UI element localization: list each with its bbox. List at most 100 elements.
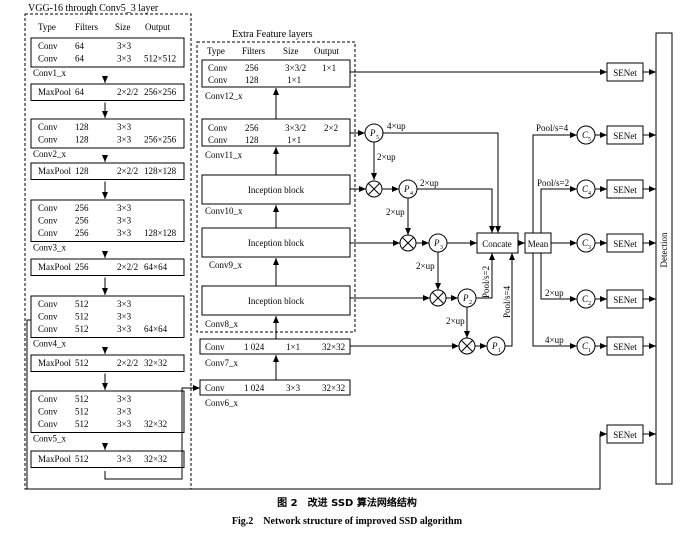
- vgg-cell: Conv: [38, 324, 58, 334]
- vgg-cell: 3×3: [117, 299, 132, 309]
- p5-2xup-label: 2×up: [377, 152, 396, 162]
- vgg-block-7: [30, 295, 185, 338]
- p3-subscript: 3: [440, 245, 443, 251]
- vgg-headers: Type Filters Size Output: [38, 22, 171, 32]
- vgg-cell: Conv: [38, 122, 58, 132]
- senet-label-5: SENet: [613, 295, 637, 305]
- vgg-cell: 3×3: [117, 216, 132, 226]
- vgg-cell: Conv: [38, 135, 58, 145]
- vgg-cell: 512: [75, 312, 89, 322]
- p4-to-concat-line: [417, 188, 495, 233]
- c3-subscript: 3: [588, 245, 591, 251]
- vgg-cell: MaxPool: [38, 262, 72, 272]
- vgg-to-bottom-senet-line: [27, 431, 607, 490]
- vgg-cell: Conv: [38, 407, 58, 417]
- concat-box: [476, 232, 519, 254]
- conv11-row2-filters: 128: [245, 135, 259, 145]
- concat-label: Concate: [482, 239, 512, 249]
- vgg-cell: 3×3: [117, 454, 132, 464]
- p4-node: P 4: [398, 179, 418, 199]
- conv8-label: Conv8_x: [205, 319, 239, 329]
- mean-box: [524, 232, 552, 254]
- detection-label: Detection: [659, 232, 669, 267]
- vgg-header-type: Type: [38, 22, 56, 32]
- vgg-cell: 512: [75, 394, 89, 404]
- senet-box-5: [606, 289, 644, 309]
- vgg-title: VGG-16 through Conv5_3 layer: [28, 3, 159, 14]
- conv11-row1-output: 2×2: [324, 123, 338, 133]
- detection-box: [655, 32, 673, 485]
- senet-label-2: SENet: [613, 131, 637, 141]
- caption-en: Fig.2 Network structure of improved SSD …: [232, 516, 463, 527]
- conv10-label: Conv10_x: [205, 206, 243, 216]
- p5-label: P: [369, 128, 376, 138]
- vgg-cell: MaxPool: [38, 166, 72, 176]
- vgg-cell: 256: [75, 203, 89, 213]
- vgg-block-10: [30, 450, 185, 468]
- vgg-cell: 128×128: [144, 228, 177, 238]
- extra-header-filters: Filters: [242, 46, 265, 56]
- conv11-row2-size: 1×1: [287, 135, 301, 145]
- p2-2xup-label: 2×up: [446, 316, 465, 326]
- c5-subscript: 5: [588, 137, 591, 143]
- c2-label: C: [582, 294, 589, 304]
- connectors: [26, 69, 656, 490]
- senet-label-1: SENet: [613, 68, 637, 78]
- p3-node: P 3: [428, 233, 448, 253]
- mul4-node: [365, 180, 383, 198]
- vgg-block-3: [30, 118, 185, 149]
- vgg-block-label: Conv1_x: [33, 68, 67, 78]
- c1-node: C 1: [576, 336, 596, 356]
- conv6-output: 32×32: [322, 383, 345, 393]
- vgg-cell: 256: [75, 216, 89, 226]
- p3-label: P: [433, 238, 440, 248]
- conv4-side-line: [26, 319, 31, 489]
- senet-label-7: SENet: [613, 430, 637, 440]
- vgg-cell: 512: [75, 324, 89, 334]
- vgg-cell: 512: [75, 358, 89, 368]
- p4-subscript: 4: [410, 191, 413, 197]
- senet-box-1: [606, 62, 644, 82]
- conv6-filters: 1 024: [244, 383, 265, 393]
- senet-boxes: SENet SENet SENet SENet SENet SENet SENe…: [606, 62, 644, 444]
- p2-pool2-label: Pool/s=2: [481, 266, 491, 298]
- conv7-label: Conv7_x: [205, 358, 239, 368]
- vgg-cell: 3×3: [117, 203, 132, 213]
- vgg-cell: 256: [75, 228, 89, 238]
- conv7-filters: 1 024: [244, 342, 265, 352]
- senet-box-6: [606, 336, 644, 356]
- conv11-row1-filters: 256: [245, 123, 259, 133]
- extra-title: Extra Feature layers: [232, 29, 313, 40]
- c2-subscript: 2: [588, 301, 591, 307]
- p2-node: P 2: [457, 288, 477, 308]
- vgg-cell: 64: [75, 87, 85, 97]
- mean-to-c1-line: [532, 253, 577, 349]
- vgg-cell: 512: [75, 454, 89, 464]
- senet-box-4: [606, 233, 644, 253]
- vgg-cell: 3×3: [117, 228, 132, 238]
- conv6-type: Conv: [205, 383, 225, 393]
- vgg-cell: MaxPool: [38, 358, 72, 368]
- p4-label: P: [403, 184, 410, 194]
- conv11-row1-size: 3×3/2: [285, 123, 306, 133]
- vgg-cell: 3×3: [117, 419, 132, 429]
- extra-header-output: Output: [314, 46, 340, 56]
- conv11-box: [201, 118, 351, 147]
- c5-label: C: [582, 130, 589, 140]
- senet-label-3: SENet: [613, 185, 637, 195]
- vgg-frame: [24, 13, 192, 490]
- c4-label: C: [582, 184, 589, 194]
- vgg-block-8: [30, 354, 185, 372]
- p5-4xup-label: 4×up: [387, 121, 406, 131]
- vgg-block-label: Conv2_x: [33, 149, 67, 159]
- conv12-box: [201, 59, 351, 88]
- conv12-row1-size: 3×3/2: [285, 63, 306, 73]
- vgg-cell: 32×32: [144, 419, 167, 429]
- p3-2xup-label: 2×up: [416, 261, 435, 271]
- p1-to-concat-line: [505, 253, 515, 347]
- mean-pool2-label: Pool/s=2: [537, 178, 569, 188]
- conv7-size: 1×1: [286, 342, 300, 352]
- senet-box-3: [606, 179, 644, 199]
- caption-cn: 图 2 改进 SSD 算法网络结构: [277, 496, 417, 509]
- vgg-to-conv6-line: [104, 385, 200, 480]
